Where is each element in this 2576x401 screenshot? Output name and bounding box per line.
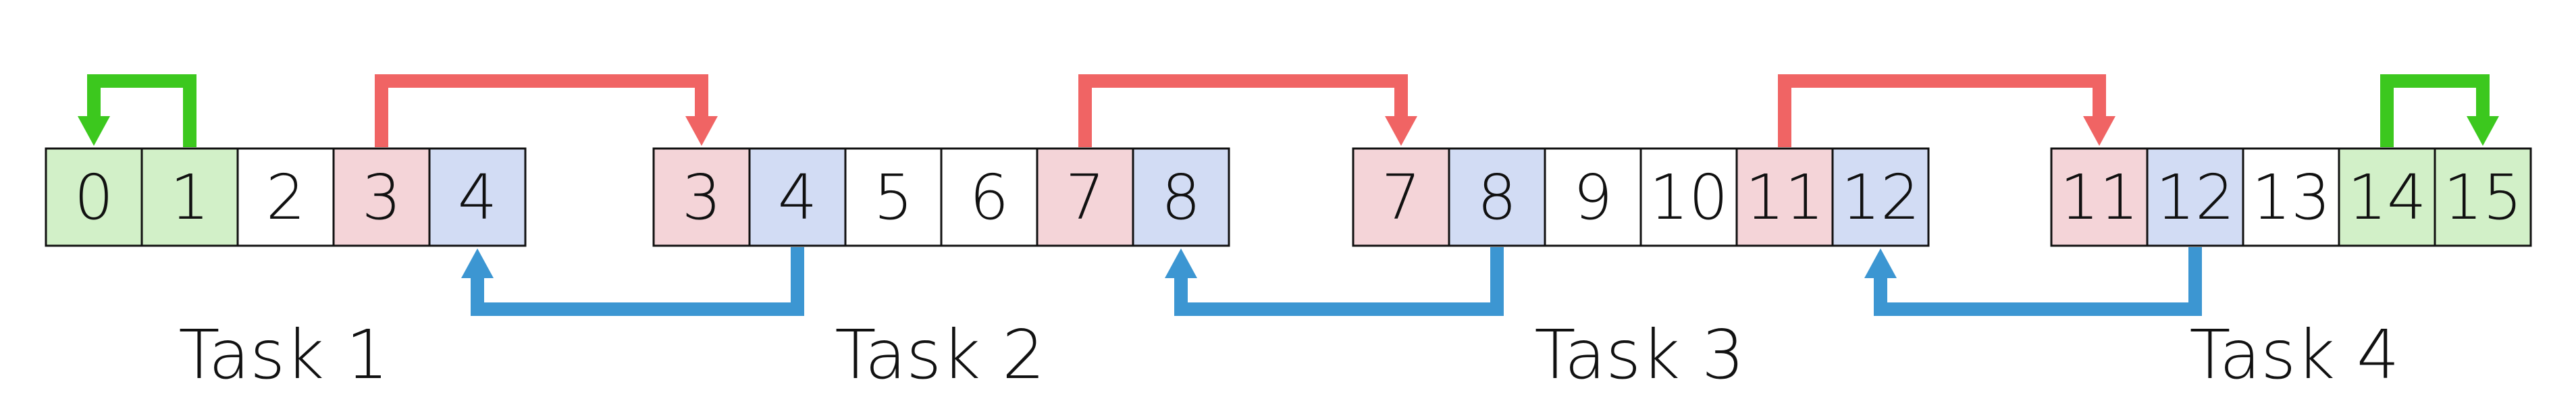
cell-value: 8 xyxy=(1161,161,1201,234)
array-cell xyxy=(1448,147,1546,247)
arrow-line xyxy=(2380,74,2490,147)
array-cell xyxy=(236,147,335,247)
array-cell xyxy=(1352,147,1450,247)
cell-value: 7 xyxy=(1382,161,1421,234)
cell-value: 4 xyxy=(458,161,498,234)
arrow-line xyxy=(1778,74,2106,147)
cell-value: 12 xyxy=(1841,161,1920,234)
arrow-line xyxy=(1874,247,2202,316)
arrowhead-icon xyxy=(78,116,110,146)
task1-cell1-to-cell0-arrow xyxy=(78,74,196,147)
task-label: Task 1 xyxy=(178,315,388,394)
arrowhead-icon xyxy=(461,248,494,278)
task-label: Task 2 xyxy=(835,315,1045,394)
cell-value: 14 xyxy=(2347,161,2426,234)
task2-cell4-to-task1-cell4-arrow xyxy=(461,247,804,316)
cell-value: 8 xyxy=(1477,161,1517,234)
cell-value: 9 xyxy=(1573,161,1613,234)
cell-value: 7 xyxy=(1066,161,1105,234)
arrowhead-icon xyxy=(1864,248,1897,278)
array-cell xyxy=(1132,147,1230,247)
arrowhead-icon xyxy=(2083,116,2115,146)
arrowhead-icon xyxy=(1165,248,1197,278)
cell-value: 10 xyxy=(1649,161,1728,234)
array-cell xyxy=(2338,147,2436,247)
cell-value: 2 xyxy=(266,161,306,234)
arrowhead-icon xyxy=(2467,116,2499,146)
cell-value: 3 xyxy=(682,161,722,234)
cell-value: 12 xyxy=(2155,161,2234,234)
arrow-line xyxy=(471,247,804,316)
array-cell xyxy=(1036,147,1134,247)
array-cell xyxy=(940,147,1039,247)
task-label: Task 3 xyxy=(1534,315,1744,394)
array-cell xyxy=(2146,147,2244,247)
array-cell xyxy=(2434,147,2532,247)
arrowhead-icon xyxy=(685,116,718,146)
cell-value: 15 xyxy=(2443,161,2522,234)
cell-value: 6 xyxy=(970,161,1009,234)
array-cell xyxy=(45,147,143,247)
array-cell xyxy=(1544,147,1642,247)
cell-value: 0 xyxy=(74,161,114,234)
arrowhead-icon xyxy=(1385,116,1417,146)
array-cell xyxy=(1639,147,1738,247)
arrow-line xyxy=(375,74,708,147)
task3-cell8-to-task2-cell8-arrow xyxy=(1165,247,1504,316)
cell-value: 1 xyxy=(170,161,210,234)
array-cell xyxy=(2242,147,2340,247)
cell-value: 3 xyxy=(362,161,402,234)
task4-cell12-to-task3-cell12-arrow xyxy=(1864,247,2202,316)
task4-cell14-to-cell15-arrow xyxy=(2380,74,2499,147)
cell-value: 4 xyxy=(778,161,818,234)
task-label: Task 4 xyxy=(2189,315,2399,394)
labels-layer: Task 1 Task 2 Task 3 Task 4 xyxy=(178,315,2399,394)
cell-value: 13 xyxy=(2251,161,2330,234)
arrow-line xyxy=(1174,247,1504,316)
array-cell xyxy=(140,147,239,247)
task3-cell11-to-task4-cell11-arrow xyxy=(1778,74,2115,147)
cell-value: 11 xyxy=(2059,161,2138,234)
array-cell xyxy=(748,147,847,247)
array-cell xyxy=(428,147,527,247)
arrow-line xyxy=(87,74,196,147)
arrow-line xyxy=(1078,74,1408,147)
array-cell xyxy=(844,147,943,247)
task2-cell7-to-task3-cell7-arrow xyxy=(1078,74,1417,147)
array-cell xyxy=(652,147,751,247)
array-cell xyxy=(1735,147,1834,247)
array-cell xyxy=(1831,147,1930,247)
cell-value: 5 xyxy=(874,161,914,234)
arrows-layer xyxy=(78,74,2499,316)
task1-cell3-to-task2-cell3-arrow xyxy=(375,74,718,147)
cell-value: 11 xyxy=(1745,161,1824,234)
array-cell xyxy=(2050,147,2149,247)
